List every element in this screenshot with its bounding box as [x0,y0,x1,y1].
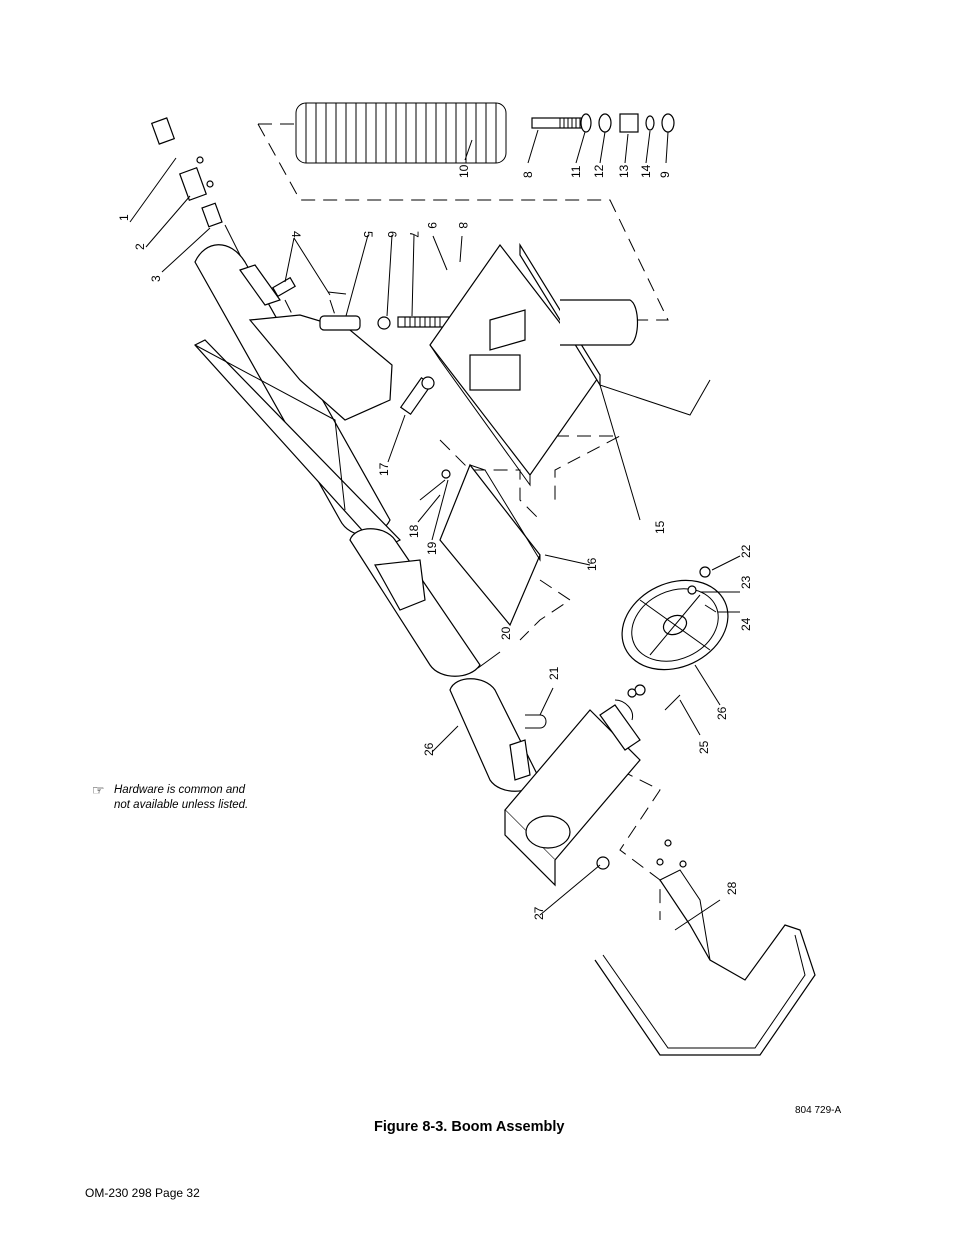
boom-tube-middle [349,528,481,677]
top-hardware [580,113,675,133]
bellows-part-12 [295,102,507,164]
callout-9b: 8 [521,171,535,178]
hardware-note-text: Hardware is common and not available unl… [114,784,249,811]
callout-26a: 24 [739,617,753,631]
callout-5: 1 [117,214,131,221]
callout-numbers: 1 2 3 4 5 6 7 8 9 9 8 10 11 12 13 14 15 … [117,164,753,920]
wire-reel-27 [621,579,729,698]
callout-6: 4 [289,231,303,238]
boom-tube-lower-2 [449,678,541,792]
leader-lines [129,129,741,931]
callout-11: 8 [456,222,470,229]
spool-support-housing [504,699,641,887]
callout-23: 21 [547,666,561,680]
callout-20: 18 [407,524,421,538]
callout-12: 10 [457,164,471,178]
callout-2: 26 [422,742,436,756]
callout-25: 23 [739,575,753,589]
drawing-number: 804 729-A [795,1105,842,1116]
callout-8b: 9 [658,171,672,178]
pointing-hand-icon: ☞ [92,782,105,798]
lower-bracket-plate-18 [439,463,541,627]
callout-3: 3 [149,275,163,282]
callout-21: 19 [425,541,439,555]
callout-22: 20 [499,626,513,640]
callout-13: 11 [569,165,583,178]
clevis-and-pins [272,276,463,331]
callout-7: 5 [361,231,375,238]
callout-10: 9 [425,222,439,229]
page-footer: OM-230 298 Page 32 [85,1186,200,1200]
callout-1: 27 [532,906,546,920]
hub-parts-3-4-5 [150,117,246,266]
callout-14: 12 [592,164,606,178]
callout-16: 14 [639,164,653,178]
reel-hardware [664,566,717,711]
callout-4: 2 [133,243,147,250]
spring-bolt-19 [399,376,451,501]
callout-15: 13 [617,164,631,178]
figure-caption: Figure 8-3. Boom Assembly [374,1119,565,1135]
boom-tube-upper [194,244,402,551]
callout-9a: 7 [407,231,421,238]
callout-18: 16 [585,557,599,571]
u-bolt-23 [525,714,547,729]
callout-8a: 6 [385,231,399,238]
mast-base-plate [429,242,639,487]
callout-27: 26 [715,706,729,720]
threaded-stud-part-9 [531,117,585,129]
callout-24: 22 [739,544,753,558]
bracket-plate [248,314,393,421]
base-frame-28 [594,839,816,1056]
callout-19: 17 [377,462,391,476]
callout-17: 15 [653,520,667,534]
callout-28: 28 [725,881,739,895]
callout-26b: 25 [697,740,711,754]
